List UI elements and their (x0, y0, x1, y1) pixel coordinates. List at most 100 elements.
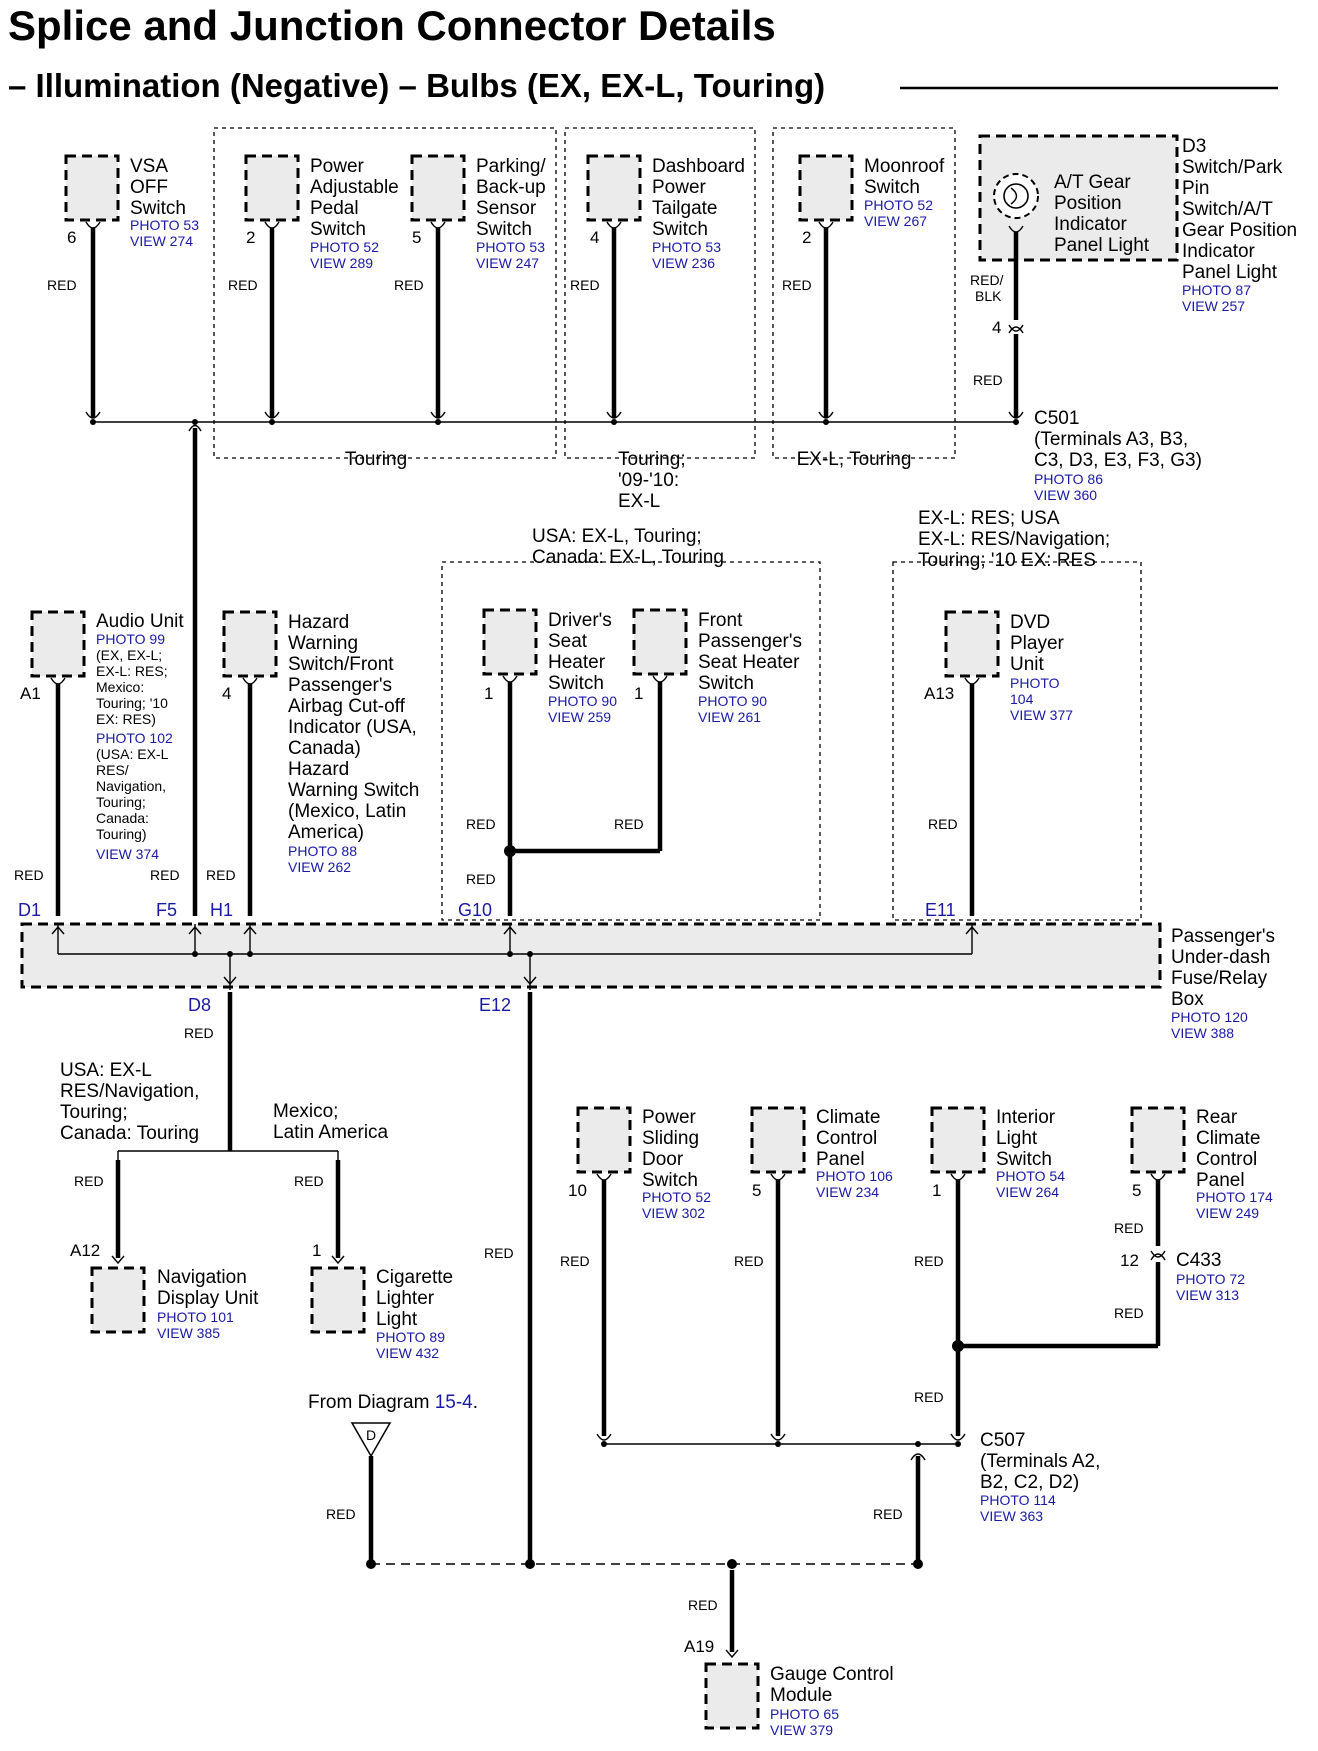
svg-text:5: 5 (1132, 1181, 1141, 1200)
connector-box (586, 154, 642, 222)
group-box-exl-touring (772, 127, 956, 459)
connector-box (30, 610, 86, 678)
svg-text:C501(Terminals A3, B3,C3, D3,: C501(Terminals A3, B3,C3, D3, E3, F3, G3… (1034, 408, 1202, 471)
svg-text:RED: RED (614, 816, 644, 832)
fuse-box-body (20, 922, 1162, 989)
connector-box (64, 154, 120, 222)
svg-text:E11: E11 (925, 900, 956, 920)
svg-text:RED: RED (570, 277, 600, 293)
svg-text:E12: E12 (479, 995, 511, 1015)
svg-text:RED: RED (394, 277, 424, 293)
svg-text:RED: RED (14, 867, 44, 883)
svg-text:RED: RED (47, 277, 77, 293)
svg-text:Audio Unit: Audio Unit (96, 611, 184, 632)
group-label-touring-09-10: Touring; '09-'10: EX-L (618, 449, 691, 512)
svg-text:From Diagram 15-4.: From Diagram 15-4. (308, 1392, 478, 1413)
svg-text:2: 2 (802, 228, 811, 247)
svg-text:1: 1 (932, 1181, 941, 1200)
svg-text:RED: RED (973, 372, 1003, 388)
svg-text:RED: RED (914, 1253, 944, 1269)
svg-text:A1: A1 (20, 684, 41, 703)
svg-text:RED: RED (74, 1173, 104, 1189)
svg-text:RED: RED (560, 1253, 590, 1269)
from-diagram-15-4: From Diagram 15-4. D RED (308, 1392, 478, 1562)
svg-text:4: 4 (222, 684, 231, 703)
svg-text:G10: G10 (458, 900, 492, 920)
svg-text:C433: C433 (1176, 1250, 1221, 1271)
svg-text:RED/BLK: RED/BLK (970, 272, 1004, 304)
svg-text:A19: A19 (684, 1637, 714, 1656)
svg-text:Mexico;Latin America: Mexico;Latin America (273, 1101, 389, 1143)
svg-text:VIEW 374: VIEW 374 (96, 846, 159, 862)
svg-text:RED: RED (484, 1245, 514, 1261)
svg-text:RED: RED (1114, 1220, 1144, 1236)
connector-box (90, 1266, 146, 1334)
page-subtitle: – Illumination (Negative) – Bulbs (EX, E… (8, 67, 825, 104)
svg-text:RED: RED (206, 867, 236, 883)
c501-junction: C501(Terminals A3, B3,C3, D3, E3, F3, G3… (85, 408, 1202, 503)
svg-text:RED: RED (294, 1173, 324, 1189)
svg-text:C507(Terminals A2,B2, C2, D2): C507(Terminals A2,B2, C2, D2) (980, 1430, 1100, 1493)
page-title: Splice and Junction Connector Details (8, 2, 776, 49)
svg-text:5: 5 (412, 228, 421, 247)
bottom-splice: RED (366, 1559, 923, 1652)
svg-text:D1: D1 (18, 900, 41, 920)
connector-box (632, 608, 688, 676)
group-box-touring-09-10 (564, 127, 756, 459)
group-box-touring (213, 127, 557, 459)
connector-box (750, 1106, 806, 1174)
svg-text:RED: RED (873, 1506, 903, 1522)
svg-text:H1: H1 (210, 900, 233, 920)
svg-text:RED: RED (150, 867, 180, 883)
group-label-seat-heaters: USA: EX-L, Touring;Canada: EX-L, Touring (532, 526, 724, 568)
svg-text:RED: RED (782, 277, 812, 293)
bulb-filament-icon (1003, 183, 1029, 209)
audio-unit: Audio Unit PHOTO 99 (EX, EX-L;EX-L: RES;… (14, 610, 184, 916)
connector-box (244, 154, 300, 222)
svg-text:F5: F5 (156, 900, 177, 920)
